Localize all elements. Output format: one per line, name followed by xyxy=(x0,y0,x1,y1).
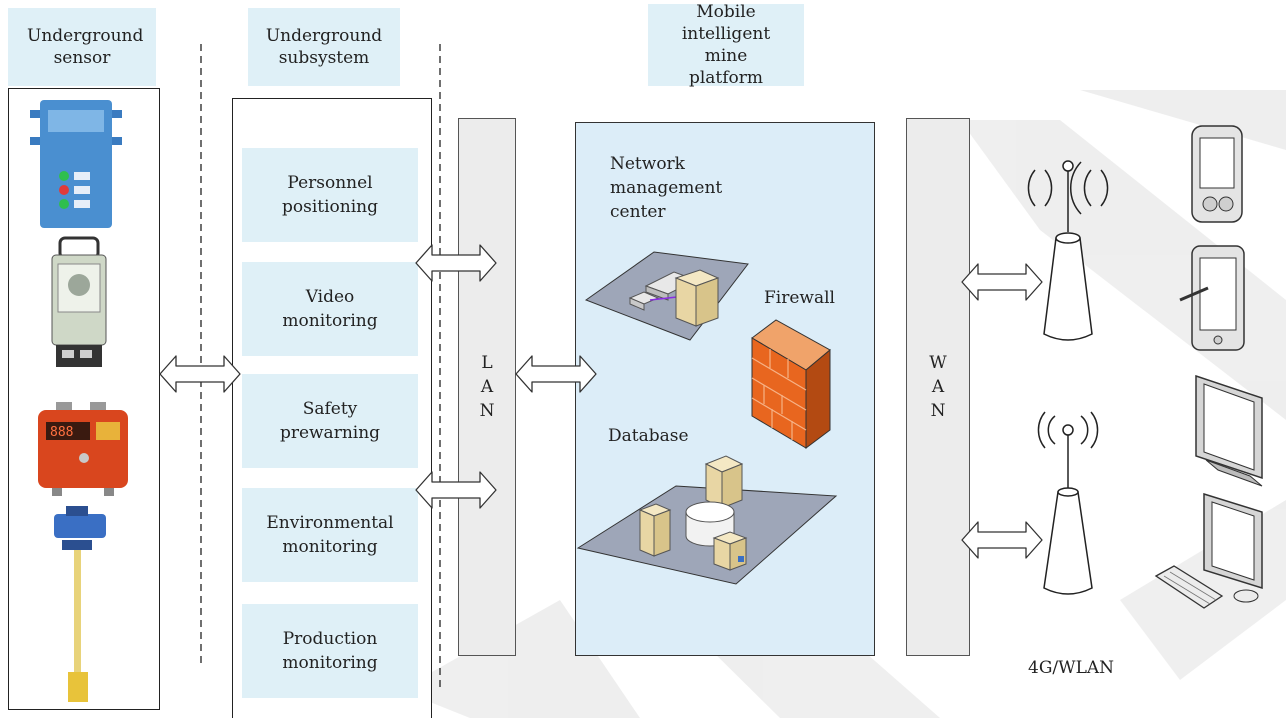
sensor-device-icon xyxy=(54,506,106,702)
network-management-center-label: Network management center xyxy=(610,154,723,222)
server-icon xyxy=(712,531,748,571)
subsystem-personnel-positioning: Personnel positioning xyxy=(242,148,418,242)
double-arrow-icon xyxy=(515,355,597,393)
server-icon xyxy=(638,503,672,557)
header-underground-sensor: Underground sensor xyxy=(8,8,156,86)
sensor-device-icon: 888 xyxy=(38,402,128,496)
header-underground-subsystem: Underground subsystem xyxy=(248,8,400,86)
svg-text:888: 888 xyxy=(50,425,73,440)
desktop-computer-icon xyxy=(1154,492,1263,609)
wan-label: WAN xyxy=(929,353,947,421)
pda-icon xyxy=(1191,125,1243,223)
lan-bar: LAN xyxy=(458,118,516,656)
header-mobile-platform: Mobile intelligent mine platform xyxy=(648,2,804,88)
monitor-icon xyxy=(1195,374,1263,487)
lan-label: LAN xyxy=(479,353,495,421)
antenna-tower-icon xyxy=(1037,411,1099,595)
antenna-tower-icon xyxy=(1027,160,1109,341)
double-arrow-icon xyxy=(415,471,497,509)
subsystem-video-monitoring: Video monitoring xyxy=(242,262,418,356)
subsystem-environmental-monitoring: Environmental monitoring xyxy=(242,488,418,582)
firewall-label: Firewall xyxy=(764,288,835,308)
double-arrow-icon xyxy=(961,521,1043,559)
wireless-label: 4G/WLAN xyxy=(1028,658,1115,678)
double-arrow-icon xyxy=(159,355,241,393)
database-label: Database xyxy=(608,426,689,446)
subsystem-safety-prewarning: Safety prewarning xyxy=(242,374,418,468)
subsystem-production-monitoring: Production monitoring xyxy=(242,604,418,698)
firewall-icon xyxy=(751,319,831,449)
double-arrow-icon xyxy=(415,244,497,282)
server-icon xyxy=(674,269,720,327)
sensor-device-icon xyxy=(30,100,122,228)
tablet-icon xyxy=(1179,245,1245,351)
wan-bar: WAN xyxy=(906,118,970,656)
double-arrow-icon xyxy=(961,263,1043,301)
sensor-device-icon xyxy=(51,236,107,367)
